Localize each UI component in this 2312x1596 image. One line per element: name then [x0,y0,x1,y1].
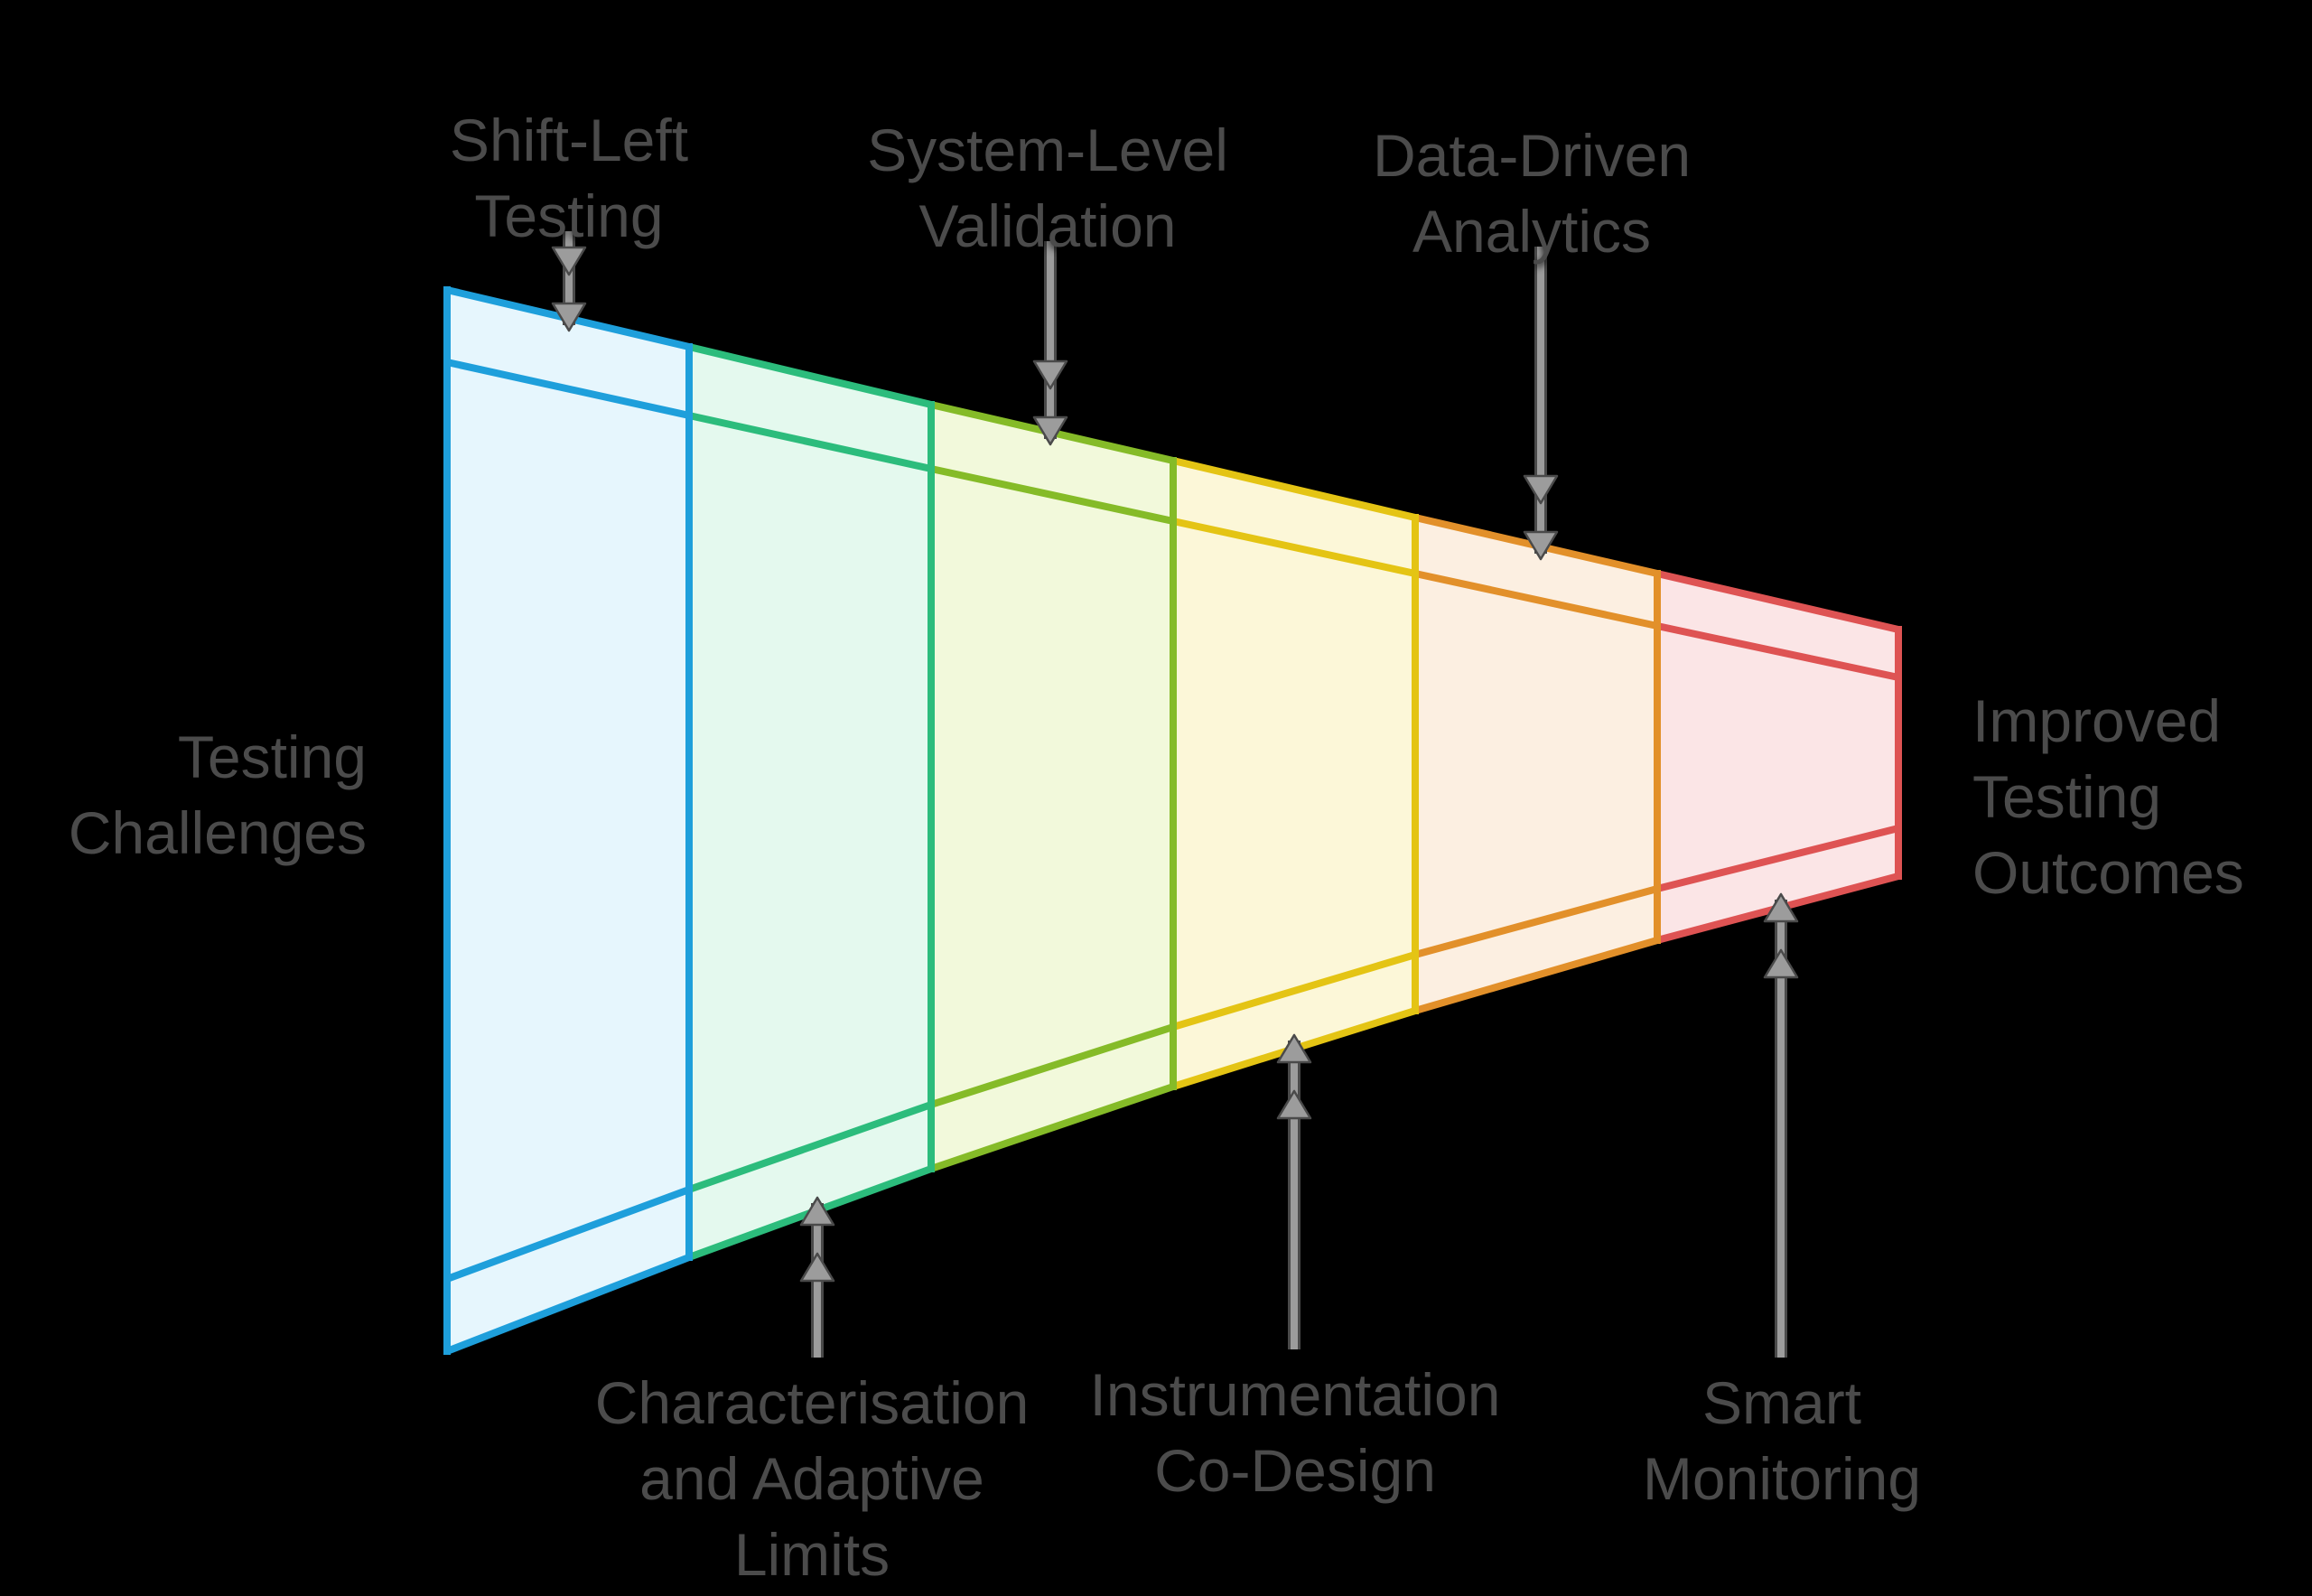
arrow-system-level-head-2 [1032,359,1068,390]
funnel-stage-5-inner-top-line [1414,570,1658,630]
label-line: Testing [474,182,664,249]
funnel-stage-6-top-edge [1656,570,1899,633]
arrow-shift-left-testing-head-2 [551,246,587,276]
arrow-data-driven-head-1 [1523,530,1559,561]
label-characterisation-adaptive-limits: Characterisation and Adaptive Limits [595,1365,1030,1592]
label-line: Monitoring [1642,1445,1922,1512]
label-line: Validation [918,192,1177,259]
label-line: Improved [1972,687,2222,754]
label-smart-monitoring: Smart Monitoring [1643,1365,1921,1517]
arrow-characterisation-head-1 [799,1196,835,1227]
label-line: Testing [177,723,367,790]
arrow-characterisation-head-2 [799,1252,835,1283]
funnel-stage-4 [1173,461,1415,1087]
arrow-shift-left-testing-head-1 [551,302,587,332]
funnel-stage-5-bottom-edge [1413,937,1659,1014]
funnel-stage-2-inner-bottom-line [687,1101,933,1193]
funnel-stage-3-inner-top-line [930,465,1174,525]
funnel-stage-2 [689,347,931,1257]
label-line: Analytics [1412,198,1652,265]
funnel-stage-1-bottom-edge [445,1254,691,1355]
label-line: Smart [1701,1369,1862,1436]
arrow-instrumentation-head-2 [1276,1089,1312,1120]
funnel-stage-4-inner-bottom-line [1171,951,1417,1031]
funnel-stage-2-inner-top-line [688,412,932,472]
label-line: Characterisation [594,1369,1030,1436]
funnel-stage-3 [931,405,1173,1169]
arrow-smart-monitoring-head-2 [1763,948,1799,979]
label-line: Limits [733,1521,890,1588]
label-improved-testing-outcomes: Improved Testing Outcomes [1972,683,2244,910]
label-shift-left-testing: Shift-Left Testing [450,102,688,254]
funnel-stage-1 [447,290,689,1351]
label-instrumentation-co-design: Instrumentation Co-Design [1090,1357,1501,1508]
funnel-stage-2-top-edge [688,343,932,408]
label-line: Co-Design [1154,1437,1436,1504]
funnel-stage-5-inner-bottom-line [1413,885,1659,958]
label-line: Challenges [68,799,367,866]
label-line: Instrumentation [1089,1361,1501,1428]
label-system-level-validation: System-Level Validation [867,112,1228,264]
label-line: and Adaptive [639,1445,984,1512]
arrow-instrumentation-head-1 [1276,1033,1312,1064]
funnel-stage-4-inner-top-line [1172,518,1416,577]
label-line: Data-Driven [1372,122,1692,189]
label-line: Testing [1972,763,2162,830]
funnel-stage-3-inner-bottom-line [929,1023,1175,1108]
label-data-driven-analytics: Data-Driven Analytics [1373,117,1691,269]
label-line: System-Level [867,117,1228,183]
funnel-stage-6-inner-top-line [1656,622,1899,681]
funnel-stage-5 [1415,518,1657,1011]
label-testing-challenges: Testing Challenges [69,719,367,871]
arrow-smart-monitoring-head-1 [1763,892,1799,923]
funnel-stage-1-inner-bottom-line [445,1186,691,1283]
funnel-stage-3-bottom-edge [929,1083,1175,1172]
arrow-system-level-head-1 [1032,415,1068,446]
arrow-data-driven-head-2 [1523,474,1559,505]
funnel-stage-6-inner-bottom-line [1656,825,1899,892]
funnel-stage-4-top-edge [1172,457,1416,521]
funnel-stage-1-inner-top-line [446,359,690,419]
label-line: Shift-Left [449,107,689,173]
label-line: Outcomes [1972,839,2244,906]
